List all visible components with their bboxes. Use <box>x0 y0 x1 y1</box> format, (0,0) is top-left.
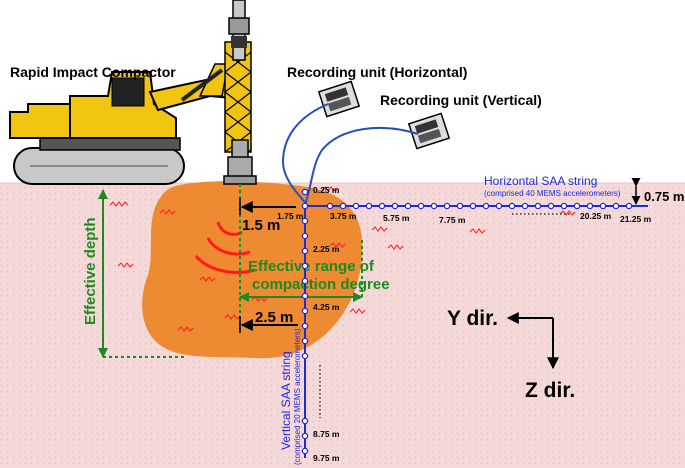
cab-window <box>111 77 145 107</box>
compactor-cab <box>9 103 71 139</box>
recording-unit-vertical <box>407 112 451 150</box>
recording-unit-horizontal <box>317 80 361 118</box>
distance-2-5-label: 2.5 m <box>255 309 293 326</box>
hammer-plate <box>223 175 257 185</box>
vertical-sensors <box>301 188 309 455</box>
hammer-column <box>231 139 249 159</box>
compactor-base <box>39 137 181 151</box>
effective-depth-label: Effective depth <box>82 217 99 325</box>
hydraulic-cylinder <box>180 68 224 102</box>
vibration-marks <box>109 186 576 332</box>
recording-unit-vertical-label: Recording unit (Vertical) <box>380 92 542 108</box>
hammer-foot <box>227 156 253 178</box>
z-direction-label: Z dir. <box>525 379 575 402</box>
v-mark-5: 9.75 m <box>313 453 340 463</box>
h-mark-1: 1.75 m <box>277 211 304 221</box>
h-mark-2: 3.75 m <box>330 211 357 221</box>
horizontal-sensors <box>326 202 633 210</box>
h-mark-5: 20.25 m <box>580 211 612 221</box>
depth-0-75-label: 0.75 m <box>644 189 684 204</box>
h-mark-6: 21.25 m <box>620 214 652 224</box>
y-direction-label: Y dir. <box>447 307 498 330</box>
piston-block <box>231 36 247 48</box>
wave-arc-2 <box>206 237 251 256</box>
cable-vertical <box>304 126 419 206</box>
wave-arc-3 <box>194 254 256 274</box>
v-mark-3: 4.25 m <box>313 302 340 312</box>
horizontal-saa-sublabel: (comprised 40 MEMS accelerometers) <box>484 189 621 198</box>
v-mark-2: 2.25 m <box>313 244 340 254</box>
effective-range-label-2: compaction degree <box>252 276 390 293</box>
horizontal-saa-label: Horizontal SAA string <box>484 174 597 188</box>
distance-1-5-label: 1.5 m <box>242 217 280 234</box>
h-mark-3: 5.75 m <box>383 213 410 223</box>
recording-unit-horizontal-label: Recording unit (Horizontal) <box>287 64 467 80</box>
cable-horizontal <box>281 103 329 207</box>
h-mark-4: 7.75 m <box>439 215 466 225</box>
piston-head <box>228 17 250 35</box>
effective-range-label-1: Effective range of <box>248 258 375 275</box>
vertical-saa-label: Vertical SAA string <box>279 351 293 450</box>
compactor-label: Rapid Impact Compactor <box>10 64 176 80</box>
v-mark-4: 8.75 m <box>313 429 340 439</box>
v-mark-1: 0.25 m <box>313 185 340 195</box>
vertical-saa-sublabel: (comprised 20 MEMS accelerometers) <box>293 328 302 465</box>
